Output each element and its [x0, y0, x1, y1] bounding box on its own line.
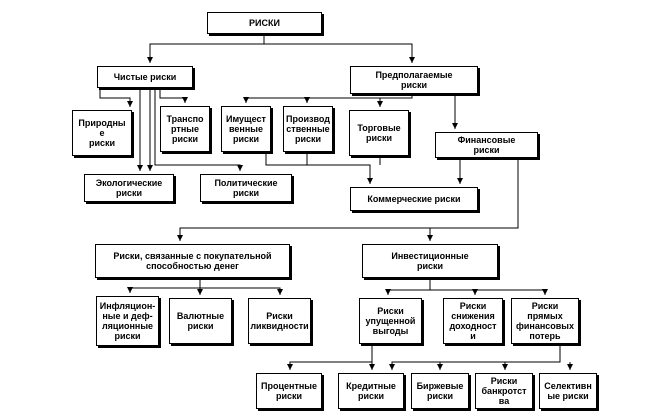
node-pryamyh-poter-riski: Риски прямых финансовых потерь: [511, 298, 579, 344]
arrowhead-26: [437, 364, 443, 370]
arrowhead-8: [304, 97, 310, 103]
node-upushchennoy-vygody-riski: Риски упущенной выгоды: [359, 298, 422, 344]
node-finansovye-riski: Финансовые риски: [435, 132, 538, 158]
arrowhead-14: [457, 178, 463, 184]
node-inflyatsionnye-riski: Инфляцион- ные и деф- ляционные риски: [96, 296, 159, 346]
connector-line-17: [129, 278, 201, 293]
connector-line-15: [429, 158, 519, 241]
node-transportnye-riski: Транспо ртные риски: [160, 106, 210, 152]
arrowhead-28: [567, 364, 573, 370]
arrowhead-27: [502, 364, 508, 370]
connector-line-7: [245, 94, 413, 103]
arrowhead-18: [197, 289, 203, 295]
arrowhead-11: [367, 178, 373, 184]
arrowhead-9: [377, 101, 383, 107]
node-politicheskie-riski: Политические риски: [200, 174, 292, 202]
node-ekologicheskie-riski: Экологические риски: [84, 174, 174, 202]
connector-line-1: [264, 43, 413, 63]
connector-line-21: [430, 289, 476, 295]
node-selektivnye-riski: Селективн ые риски: [539, 373, 597, 409]
arrowhead-22: [542, 289, 548, 295]
node-valyutnye-riski: Валютные риски: [169, 298, 232, 344]
connector-line-25: [391, 344, 561, 370]
arrowhead-15: [427, 235, 433, 241]
arrowhead-4: [137, 165, 143, 171]
arrowhead-7: [243, 97, 249, 103]
arrowhead-20: [385, 289, 391, 295]
node-imushchestvennye-riski: Имущест венные риски: [221, 106, 271, 152]
node-prirodnye-riski: Природны е риски: [72, 110, 132, 156]
node-proizvodstvennye-riski: Производ ственные риски: [283, 106, 333, 152]
connector-line-3: [159, 88, 186, 103]
node-protsentnye-riski: Процентные риски: [256, 373, 322, 409]
node-riski: РИСКИ: [207, 12, 322, 34]
arrowhead-2: [127, 101, 133, 107]
node-chistye-riski: Чистые риски: [97, 66, 193, 88]
arrowhead-0: [147, 57, 153, 63]
node-torgovye-riski: Торговые риски: [349, 110, 409, 156]
arrowhead-17: [127, 287, 133, 293]
node-birzhevye-riski: Биржевые риски: [411, 373, 469, 409]
node-kommercheskie-riski: Коммерческие риски: [350, 187, 478, 211]
connector-line-19: [200, 287, 281, 295]
arrowhead-16: [177, 235, 183, 241]
connector-line-16: [179, 227, 430, 241]
connector-line-0: [149, 34, 265, 63]
node-predpolagaemye-riski: Предполагаемые риски: [350, 66, 478, 94]
node-likvidnosti-riski: Риски ликвидности: [248, 298, 311, 344]
arrowhead-25: [389, 364, 395, 370]
node-kreditnye-riski: Кредитные риски: [338, 373, 404, 409]
node-snizheniya-dohodnosti-riski: Риски снижения доходност и: [443, 298, 503, 344]
connector-line-23: [289, 344, 373, 370]
arrowhead-24: [369, 364, 375, 370]
node-bankrotstva-riski: Риски банкротст ва: [475, 373, 533, 409]
node-investitsionnye-riski: Инвестиционные риски: [362, 244, 498, 278]
arrowhead-19: [277, 289, 283, 295]
connector-line-2: [99, 88, 131, 107]
arrowhead-23: [287, 364, 293, 370]
connector-line-11: [265, 152, 371, 184]
connector-line-22: [430, 289, 546, 295]
arrowhead-1: [409, 57, 415, 63]
connector-line-20: [387, 278, 431, 295]
arrowhead-6: [237, 165, 243, 171]
arrowhead-5: [147, 165, 153, 171]
arrowhead-10: [452, 123, 458, 129]
node-pokupatelnye-riski: Риски, связанные с покупательной способн…: [95, 244, 290, 278]
arrowhead-3: [182, 97, 188, 103]
